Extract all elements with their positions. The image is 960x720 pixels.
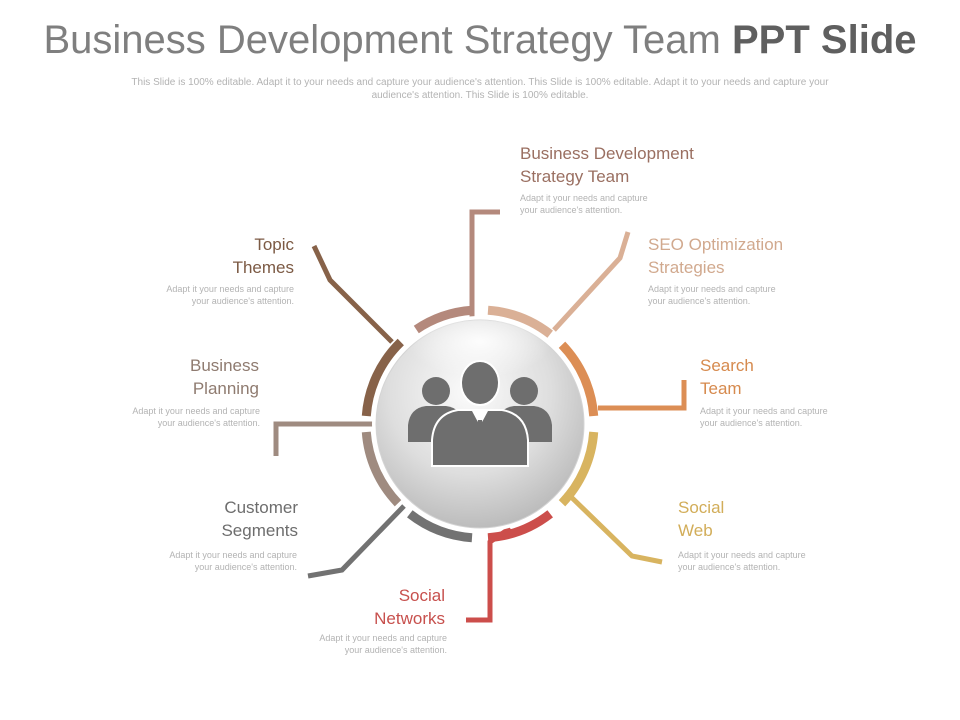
item-customer-segments: Customer Segments [140,496,298,542]
item-business-development: Business Development Strategy Team [520,142,694,188]
desc-line1: Adapt it your needs and capture [700,406,828,416]
segment-arc-topic [361,338,404,417]
desc-line2: your audience's attention. [648,296,751,306]
item-label-line2: Themes [232,258,294,277]
item-desc-planning: Adapt it your needs and capture your aud… [72,405,260,429]
desc-line1: Adapt it your needs and capture [678,550,806,560]
item-desc-social-web: Adapt it your needs and capture your aud… [678,549,806,573]
segment-arc-search [558,341,599,417]
desc-line1: Adapt it your needs and capture [166,284,294,294]
connector-seo [552,231,631,332]
item-label-line1: Search [700,356,754,375]
title-bold: PPT Slide [732,18,917,62]
subtitle: This Slide is 100% editable. Adapt it to… [131,77,829,101]
item-desc-social-networks: Adapt it your needs and capture your aud… [260,632,447,656]
segment-arc-planning [361,431,402,507]
item-topic-themes: Topic Themes [150,233,294,279]
connector-topic [311,244,394,344]
desc-line1: Adapt it your needs and capture [520,193,648,203]
desc-line2: your audience's attention. [344,645,447,655]
desc-line2: your audience's attention. [157,418,260,428]
item-label-line2: Segments [221,521,298,540]
item-social-web: Social Web [678,496,724,542]
item-label-line2: Planning [192,379,259,398]
segment-arcs [361,305,599,543]
item-business-planning: Business Planning [100,354,259,400]
item-desc-customer: Adapt it your needs and capture your aud… [110,549,297,573]
segment-arc-customer [407,510,473,543]
desc-line2: your audience's attention. [194,562,297,572]
connector-bdst [469,209,500,330]
connector-lines [273,209,687,623]
item-label-line1: SEO Optimization [648,235,784,254]
item-label-line1: Customer [224,498,298,517]
item-label-line1: Topic [254,235,294,254]
item-desc-seo: Adapt it your needs and capture your aud… [648,283,776,307]
item-search-team: Search Team [700,354,754,400]
item-label-line1: Social [398,586,445,605]
desc-line2: your audience's attention. [700,418,803,428]
segment-arc-bdst [413,305,473,334]
desc-line1: Adapt it your needs and capture [648,284,776,294]
desc-line1: Adapt it your needs and capture [169,550,297,560]
connector-social-web [564,490,663,565]
segment-arc-seo [487,305,553,338]
desc-line2: your audience's attention. [520,205,623,215]
desc-line1: Adapt it your needs and capture [319,633,447,643]
team-people-icon [408,360,552,467]
connector-search [598,380,687,411]
connector-customer [307,504,406,579]
item-seo-optimization: SEO Optimization Strategies [648,233,783,279]
item-label-line2: Networks [374,609,445,628]
item-label-line2: Strategy Team [520,167,630,186]
item-label-line1: Social [678,498,725,517]
item-label-line1: Business Development [520,144,694,163]
desc-line2: your audience's attention. [191,296,294,306]
item-label-line2: Strategies [648,258,725,277]
item-desc-topic: Adapt it your needs and capture your aud… [106,283,294,307]
desc-line1: Adapt it your needs and capture [132,406,260,416]
item-label-line1: Business [190,356,259,375]
segment-arc-social-web [558,431,599,507]
desc-line2: your audience's attention. [678,562,781,572]
item-desc-search: Adapt it your needs and capture your aud… [700,405,828,429]
connector-social-networks [466,525,512,623]
item-social-networks: Social Networks [300,584,445,630]
item-label-line2: Web [678,521,713,540]
page-title: Business Development Strategy Team PPT S… [0,18,960,63]
title-main: Business Development Strategy Team [43,18,721,62]
item-desc-business-development: Adapt it your needs and capture your aud… [520,192,648,216]
item-label-line2: Team [700,379,742,398]
